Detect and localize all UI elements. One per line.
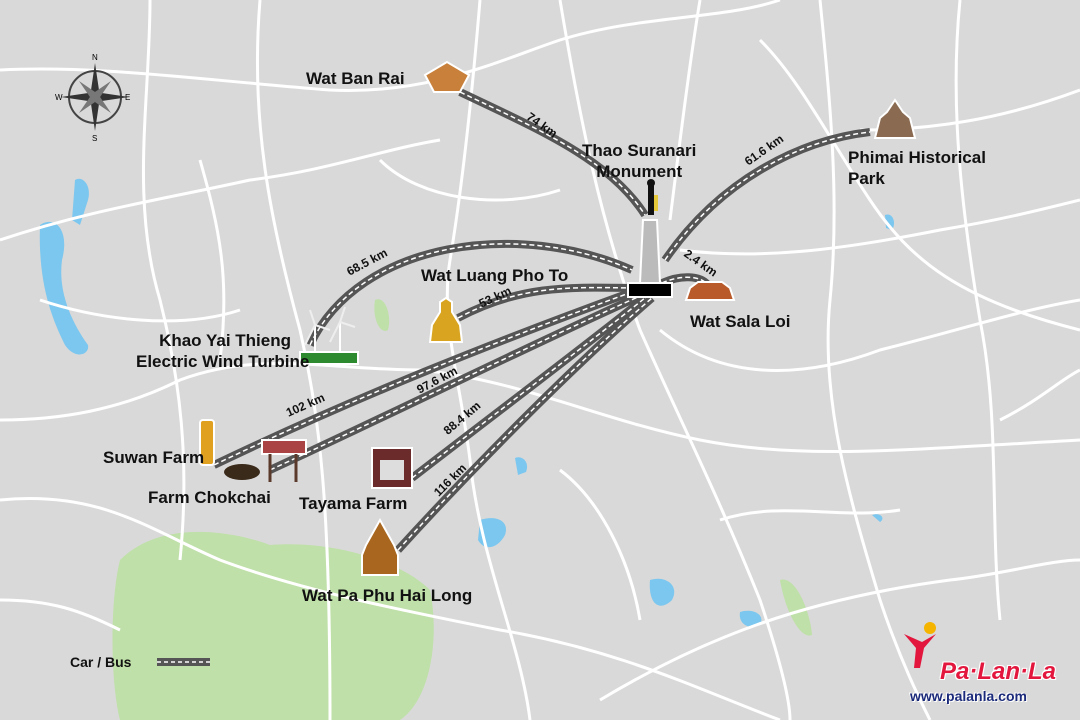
suwan-farm-label: Suwan Farm	[103, 448, 205, 467]
logo-figure-icon	[904, 622, 936, 668]
water-bodies	[39, 178, 895, 627]
legend-label: Car / Bus	[70, 654, 132, 670]
wat-luang-pho-to-label: Wat Luang Pho To	[421, 266, 569, 285]
phimai-name-line1: Phimai Historical	[848, 148, 986, 167]
logo-url[interactable]: www.palanla.com	[910, 688, 1027, 704]
hub-name-line2: Monument	[596, 162, 683, 181]
hub-label: Thao Suranari Monument	[582, 140, 696, 182]
compass-icon: N S E W	[55, 53, 130, 143]
compass-n: N	[92, 53, 98, 62]
phimai-icon	[873, 98, 917, 139]
buddha-statue-icon	[428, 296, 464, 343]
route-farm-chokchai	[268, 292, 642, 474]
wat-sala-loi-label: Wat Sala Loi	[690, 312, 791, 331]
compass-s: S	[92, 134, 97, 143]
route-wat-luang-pho-to	[456, 283, 633, 322]
farm-chokchai-icon	[224, 439, 307, 482]
route-wat-ban-rai	[458, 88, 649, 218]
phimai-name-line2: Park	[848, 169, 885, 188]
hub-name-line1: Thao Suranari	[582, 141, 697, 160]
route-wind-turbine	[306, 239, 634, 347]
compass-e: E	[125, 93, 130, 102]
tayama-farm-icon	[371, 447, 413, 489]
wat-sala-loi-icon	[684, 281, 736, 301]
wat-ban-rai-icon	[423, 60, 471, 93]
wind-turbine-icon	[299, 306, 359, 365]
suwan-farm-icon	[199, 419, 215, 466]
wat-pa-phu-hai-long-icon	[361, 517, 399, 576]
logo-brand: Pa·Lan·La	[940, 658, 1057, 685]
farm-chokchai-label: Farm Chokchai	[148, 488, 271, 507]
route-suwan-farm	[212, 288, 634, 469]
routes	[212, 88, 871, 553]
wat-ban-rai-label: Wat Ban Rai	[306, 69, 405, 88]
palanla-logo: Pa·Lan·La www.palanla.com	[900, 618, 1060, 708]
wind-turbine-label: Khao Yai Thieng Electric Wind Turbine	[136, 330, 310, 372]
route-tayama-farm	[409, 294, 648, 482]
park-areas	[112, 299, 812, 720]
phimai-label: Phimai Historical Park	[848, 147, 986, 189]
wat-pa-phu-hai-long-label: Wat Pa Phu Hai Long	[302, 586, 473, 605]
route-wat-pa-phu-hai-long	[395, 294, 655, 553]
route-phimai	[661, 128, 871, 263]
wind-turbine-name-line1: Khao Yai Thieng	[159, 331, 291, 350]
monument-icon	[627, 179, 673, 298]
tayama-farm-label: Tayama Farm	[299, 494, 408, 513]
compass-w: W	[55, 93, 63, 102]
wind-turbine-name-line2: Electric Wind Turbine	[136, 352, 310, 371]
